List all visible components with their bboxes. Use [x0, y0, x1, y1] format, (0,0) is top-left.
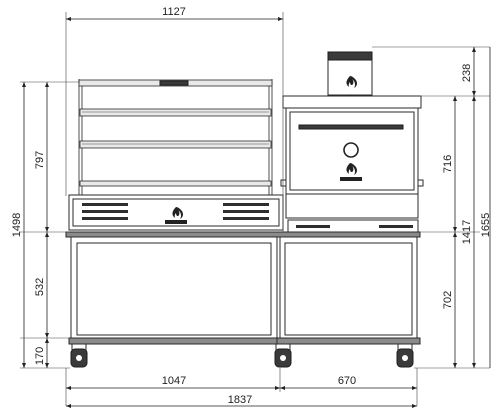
oven [280, 95, 424, 195]
caster-wheel-icon [70, 343, 88, 368]
dim-height-overall: 1655 [480, 213, 492, 237]
oven-handle [298, 124, 404, 130]
right-drawer [285, 193, 419, 233]
dim-height-total-left: 1498 [11, 213, 23, 237]
chimney-flame-icon [346, 76, 357, 88]
dim-height-rack: 797 [34, 151, 46, 169]
dim-height-cabinet-right: 702 [442, 291, 454, 309]
flame-logo-icon [165, 207, 187, 224]
caster-wheel-icon [274, 343, 292, 368]
dim-height-oven: 716 [442, 155, 454, 173]
dim-width-right-cabinet: 670 [338, 375, 356, 387]
dial-icon [343, 142, 359, 158]
dim-width-top: 1127 [162, 6, 186, 18]
counter-top [65, 231, 421, 238]
grill-body [68, 194, 284, 231]
dimension-labels: 1127 1498 797 532 170 238 716 702 1417 1… [11, 6, 492, 406]
rack-logo-badge [159, 80, 189, 86]
caster-wheel-icon [396, 343, 414, 368]
dim-height-cabinet-left: 532 [34, 278, 46, 296]
dim-height-right-total: 1417 [461, 220, 473, 244]
left-cabinet [68, 236, 280, 345]
warming-rack [78, 79, 273, 196]
dim-height-wheels: 170 [34, 347, 46, 365]
dim-width-left-cabinet: 1047 [162, 375, 186, 387]
right-cabinet [276, 236, 421, 345]
dim-height-chimney: 238 [461, 64, 473, 82]
oven-flame-icon [340, 163, 362, 181]
dim-width-total: 1837 [228, 394, 252, 406]
dimension-lines [20, 12, 491, 408]
